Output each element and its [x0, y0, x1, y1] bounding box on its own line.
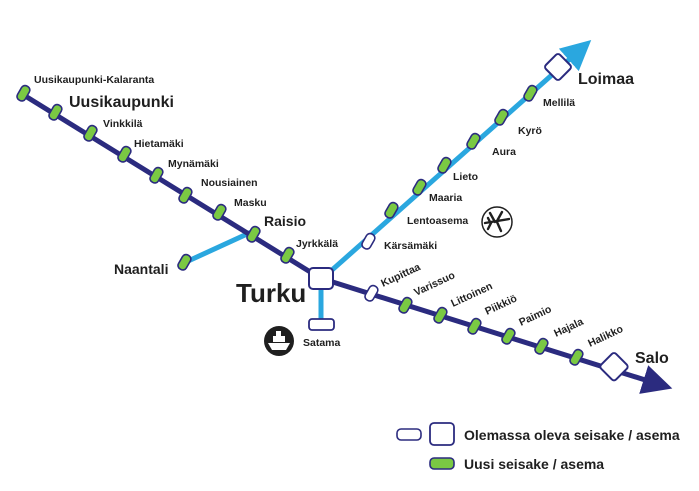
stop-kupittaa[interactable]	[364, 284, 380, 302]
legend-new-label: Uusi seisake / asema	[464, 456, 604, 472]
label-raisio: Raisio	[264, 213, 306, 229]
stop-mynamaki[interactable]	[149, 166, 165, 184]
label-masku: Masku	[234, 197, 267, 209]
stop-hajala[interactable]	[534, 337, 550, 355]
label-lieto: Lieto	[453, 171, 478, 183]
label-karsamaki: Kärsämäki	[384, 240, 437, 252]
stop-varissuo[interactable]	[398, 296, 414, 314]
stop-loimaa[interactable]	[544, 53, 572, 81]
stop-uusikaupunki[interactable]	[48, 103, 64, 121]
stop-turku[interactable]	[308, 267, 334, 290]
stop-lieto[interactable]	[437, 156, 453, 174]
stop-jyrkkala[interactable]	[280, 246, 296, 264]
stop-satama[interactable]	[308, 318, 335, 331]
label-jyrkkala: Jyrkkälä	[296, 238, 338, 250]
stop-halikko[interactable]	[569, 348, 585, 366]
legend-existing-label: Olemassa oleva seisake / asema	[464, 427, 680, 443]
label-lentoasema: Lentoasema	[407, 215, 468, 227]
stop-paimio[interactable]	[501, 327, 517, 345]
stop-kyro[interactable]	[494, 108, 510, 126]
label-nousiainen: Nousiainen	[201, 177, 258, 189]
stop-piikkio[interactable]	[467, 317, 483, 335]
legend-new-symbol	[429, 457, 455, 470]
label-varissuo: Varissuo	[412, 269, 457, 298]
label-loimaa: Loimaa	[578, 71, 634, 88]
label-halikko: Halikko	[586, 323, 625, 350]
stop-lentoasema[interactable]	[384, 201, 400, 219]
legend: Olemassa oleva seisake / asema Uusi seis…	[396, 422, 680, 472]
label-hajala: Hajala	[552, 316, 585, 340]
label-uusikaupunki: Uusikaupunki	[69, 94, 174, 111]
label-aura: Aura	[492, 146, 516, 158]
label-naantali: Naantali	[114, 261, 168, 277]
label-maaria: Maaria	[429, 192, 462, 204]
label-paimio: Paimio	[517, 303, 553, 328]
stop-aura[interactable]	[466, 132, 482, 150]
stop-littoinen[interactable]	[433, 306, 449, 324]
stop-uusikaupunki-kalaranta[interactable]	[16, 84, 32, 102]
airplane-icon	[481, 206, 513, 238]
main-line-uusikaupunki-turku	[20, 91, 322, 281]
stop-maaria[interactable]	[412, 178, 428, 196]
stop-mellila[interactable]	[523, 84, 539, 102]
stop-raisio[interactable]	[246, 225, 262, 243]
stop-vinkkila[interactable]	[83, 124, 99, 142]
label-mynamaki: Mynämäki	[168, 158, 219, 170]
label-mellila: Mellilä	[543, 97, 575, 109]
stop-naantali[interactable]	[177, 253, 193, 271]
stop-masku[interactable]	[212, 203, 228, 221]
stop-salo[interactable]	[599, 352, 629, 382]
label-satama: Satama	[303, 337, 341, 349]
label-vinkkila: Vinkkilä	[103, 118, 143, 130]
label-piikkio: Piikkiö	[483, 293, 519, 318]
stop-nousiainen[interactable]	[178, 186, 194, 204]
stop-hietamaki[interactable]	[117, 145, 133, 163]
label-hietamaki: Hietamäki	[134, 138, 184, 150]
label-turku: Turku	[236, 278, 306, 308]
ship-icon	[264, 326, 294, 356]
legend-existing-small-symbol	[396, 428, 422, 441]
label-salo: Salo	[635, 350, 669, 367]
label-uusikaupunki-kalaranta: Uusikaupunki-Kalaranta	[34, 74, 154, 86]
stop-karsamaki[interactable]	[361, 232, 377, 250]
legend-existing-large-symbol	[429, 422, 455, 446]
label-kyro: Kyrö	[518, 125, 542, 137]
